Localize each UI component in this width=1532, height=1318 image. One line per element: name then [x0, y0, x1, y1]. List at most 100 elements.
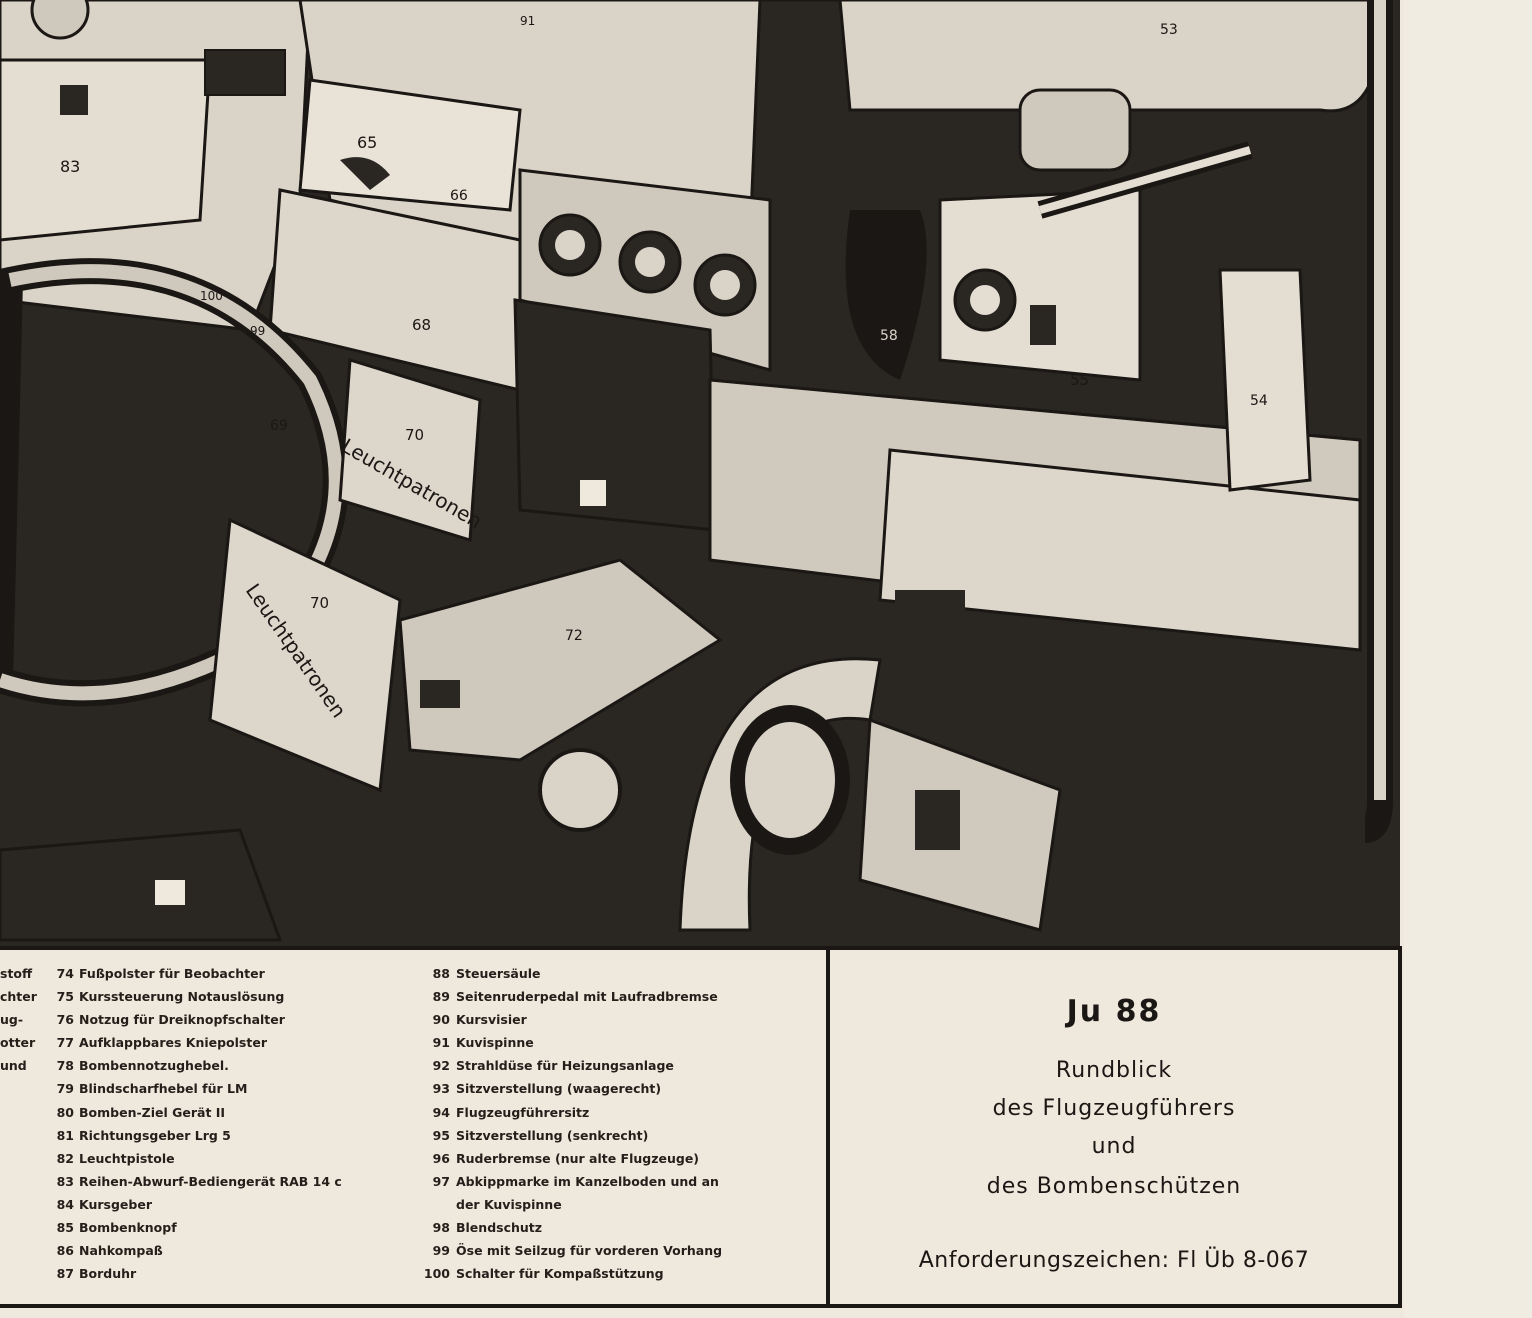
- legend-number: 95: [432, 1127, 450, 1143]
- legend-text: Flugzeugführersitz: [456, 1104, 590, 1120]
- legend-text: Bombennotzughebel.: [79, 1058, 229, 1074]
- legend-number: 100: [423, 1266, 450, 1282]
- label-70b: 70: [310, 594, 329, 612]
- legend-row: 99 Öse mit Seilzug für vorderen Vorhang: [410, 1239, 722, 1262]
- label-55: 55: [1070, 371, 1089, 389]
- label-99: 99: [250, 324, 265, 338]
- legend-text: der Kuvispinne: [456, 1196, 562, 1212]
- legend-row: 82 Leuchtpistole: [48, 1147, 342, 1170]
- label-66: 66: [450, 188, 468, 204]
- legend-number: 82: [56, 1150, 74, 1166]
- legend-row: 90 Kursvisier: [410, 1008, 722, 1031]
- legend-row: 87 Borduhr: [48, 1262, 342, 1285]
- legend-text: Blindscharfhebel für LM: [79, 1081, 248, 1097]
- title-panel: Ju 88 Rundblick des Flugzeugführers und …: [838, 954, 1390, 1300]
- legend-text: Bombenknopf: [79, 1220, 177, 1236]
- legend-row: und: [0, 1054, 66, 1077]
- legend-text: Abkippmarke im Kanzelboden und an: [456, 1173, 719, 1189]
- legend-row: 91 Kuvispinne: [410, 1031, 722, 1054]
- legend-text: Sitzverstellung (senkrecht): [456, 1127, 649, 1143]
- aircraft-title: Ju 88: [1066, 994, 1162, 1029]
- label-54: 54: [1250, 393, 1268, 409]
- legend-row: 88 Steuersäule: [410, 962, 722, 985]
- legend-number: 75: [56, 989, 74, 1005]
- label-65: 65: [357, 133, 377, 152]
- title-line-4: des Bombenschützen: [986, 1174, 1242, 1199]
- legend-number: 91: [432, 1035, 450, 1051]
- legend-number: 92: [432, 1058, 450, 1074]
- legend-number: 87: [56, 1266, 74, 1282]
- legend-row: der Kuvispinne: [410, 1193, 722, 1216]
- legend-number: 94: [432, 1104, 450, 1120]
- legend-number: 93: [432, 1081, 450, 1097]
- legend-number: 99: [432, 1243, 450, 1259]
- legend-number: 89: [432, 989, 450, 1005]
- label-53: 53: [1160, 22, 1178, 38]
- legend-number: 90: [432, 1012, 450, 1028]
- legend-text: Kurssteuerung Notauslösung: [79, 989, 285, 1005]
- legend-text: ug-: [0, 1012, 24, 1028]
- legend-row: 83 Reihen-Abwurf-Bediengerät RAB 14 c: [48, 1170, 342, 1193]
- legend-text: Seitenruderpedal mit Laufradbremse: [456, 989, 718, 1005]
- legend-row: 81 Richtungsgeber Lrg 5: [48, 1124, 342, 1147]
- legend-number: 79: [56, 1081, 74, 1097]
- cockpit-illustration: 83 65 66 68 69 70 Leuchtpatronen 70: [0, 0, 1400, 950]
- legend-text: Reihen-Abwurf-Bediengerät RAB 14 c: [79, 1173, 342, 1189]
- legend-number: 98: [432, 1220, 450, 1236]
- legend-row: 89 Seitenruderpedal mit Laufradbremse: [410, 985, 722, 1008]
- requisition-code: Anforderungszeichen: Fl Üb 8-067: [918, 1248, 1310, 1273]
- legend-column-88-100: 88 Steuersäule 89 Seitenruderpedal mit Lauf…: [410, 962, 722, 1285]
- label-58: 58: [880, 328, 898, 344]
- legend-row: 77 Aufklappbares Kniepolster: [48, 1031, 342, 1054]
- legend-number: 85: [56, 1220, 74, 1236]
- title-line-2: des Flugzeugführers: [992, 1096, 1236, 1121]
- legend-text: stoff: [0, 966, 33, 981]
- legend-divider: [826, 950, 830, 1304]
- legend-row: 78 Bombennotzughebel.: [48, 1054, 342, 1077]
- legend-text: Sitzverstellung (waagerecht): [456, 1081, 662, 1097]
- legend-number: 96: [432, 1150, 450, 1166]
- legend-text: Bomben-Ziel Gerät II: [79, 1104, 226, 1120]
- label-72: 72: [565, 628, 583, 644]
- legend-number: 86: [56, 1243, 74, 1259]
- legend-number: 88: [432, 966, 450, 981]
- label-69: 69: [270, 418, 288, 434]
- legend-number: 83: [56, 1173, 74, 1189]
- legend-row: 97 Abkippmarke im Kanzelboden und an: [410, 1170, 722, 1193]
- legend-row: 93 Sitzverstellung (waagerecht): [410, 1077, 722, 1100]
- legend-text: Steuersäule: [456, 966, 541, 981]
- legend-text: chter: [0, 989, 37, 1005]
- title-line-3: und: [1091, 1134, 1137, 1159]
- title-line-1: Rundblick: [1055, 1058, 1173, 1083]
- legend-text: Öse mit Seilzug für vorderen Vorhang: [456, 1243, 723, 1259]
- legend-number: 97: [432, 1173, 450, 1189]
- legend-text: Schalter für Kompaßstützung: [456, 1266, 664, 1282]
- legend-text: Richtungsgeber Lrg 5: [79, 1127, 231, 1143]
- paper-margin: [1404, 0, 1532, 1318]
- legend-row: 85 Bombenknopf: [48, 1216, 342, 1239]
- legend-text: Aufklappbares Kniepolster: [79, 1035, 267, 1051]
- cockpit-drawing: 83 65 66 68 69 70 Leuchtpatronen 70: [0, 0, 1400, 950]
- legend-row: stoff: [0, 962, 66, 985]
- label-68: 68: [412, 316, 431, 334]
- legend-text: Borduhr: [79, 1266, 137, 1282]
- legend-text: und: [0, 1058, 27, 1074]
- legend-number: 78: [56, 1058, 74, 1074]
- legend-number: 77: [56, 1035, 74, 1051]
- legend-text: Kursvisier: [456, 1012, 527, 1028]
- legend-row: 100 Schalter für Kompaßstützung: [410, 1262, 722, 1285]
- legend-text: Leuchtpistole: [79, 1150, 175, 1166]
- legend-row: 75 Kurssteuerung Notauslösung: [48, 985, 342, 1008]
- legend-number: 81: [56, 1127, 74, 1143]
- label-100: 100: [200, 289, 223, 303]
- legend-text: Kuvispinne: [456, 1035, 534, 1051]
- legend-text: Kursgeber: [79, 1196, 152, 1212]
